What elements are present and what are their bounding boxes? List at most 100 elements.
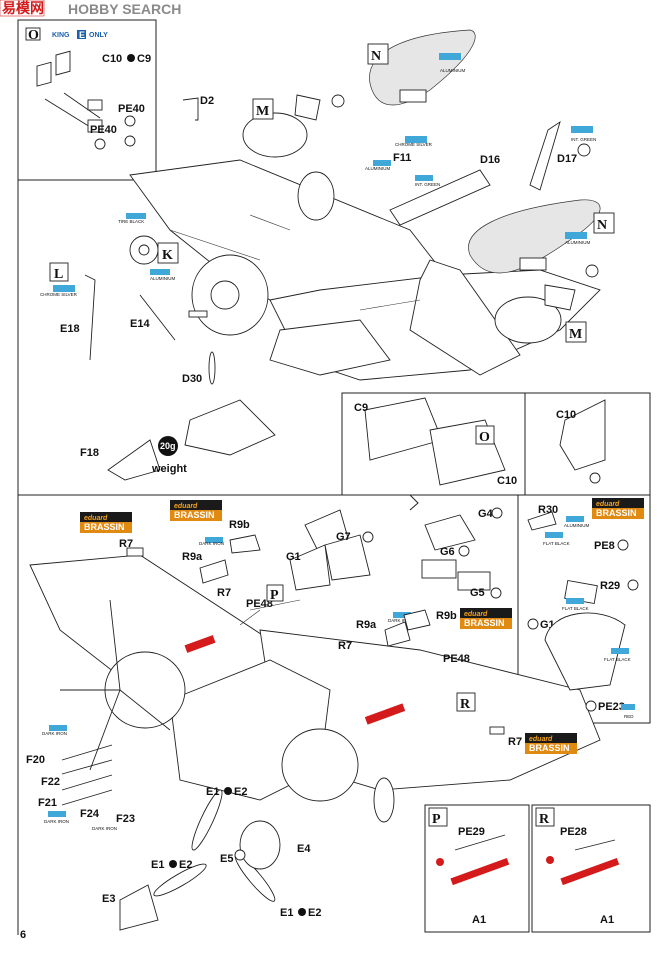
svg-text:eduard: eduard [174, 503, 198, 510]
lower-airframe [29, 554, 601, 823]
label-d16: D16 [480, 154, 500, 166]
label-f18: F18 [80, 447, 99, 459]
highlight-p [450, 857, 510, 886]
gun-highlight-b [364, 703, 406, 725]
svg-text:FLAT BLACK: FLAT BLACK [604, 657, 631, 662]
label-r7-d: R7 [508, 736, 522, 748]
engine-cowling [184, 399, 276, 456]
part-pe29 [454, 834, 506, 851]
part-e18 [84, 274, 96, 361]
spinner-f18 [107, 439, 161, 481]
svg-text:RED: RED [624, 714, 634, 719]
help-icon-c [577, 143, 591, 157]
label-e5: E5 [220, 853, 233, 865]
label-c10-r: C10 [556, 409, 576, 421]
gun-barrels [61, 744, 113, 806]
box-letter-o-top: O [28, 28, 39, 43]
part-d17 [529, 120, 561, 191]
label-f20: F20 [26, 754, 45, 766]
svg-text:DARK IRON: DARK IRON [92, 826, 117, 831]
label-d17: D17 [557, 153, 577, 165]
label-e1-a: E1 [206, 786, 219, 798]
label-a1-p: A1 [472, 914, 486, 926]
svg-text:FLAT BLACK: FLAT BLACK [562, 606, 589, 611]
watermark-badge: E [79, 30, 85, 40]
cement-icon-a [124, 115, 136, 127]
svg-text:eduard: eduard [596, 501, 620, 508]
svg-text:DARK IRON: DARK IRON [199, 541, 224, 546]
svg-text:DARK IRON: DARK IRON [42, 731, 67, 736]
bomb-upper: M [242, 94, 345, 158]
detail-frame-r [531, 804, 651, 933]
watermark-glyph: 易模网 [2, 0, 44, 16]
svg-text:BRASSIN: BRASSIN [174, 510, 215, 520]
label-c9: C9 [137, 53, 151, 65]
label-pe48-b: PE48 [443, 653, 470, 665]
label-pe23: PE23 [598, 701, 625, 713]
box-letter-n-b: N [597, 218, 607, 233]
watermark-badge-box [77, 30, 86, 39]
detail-p: P PE29 A1 [428, 807, 510, 926]
glue-icon-c10 [127, 54, 135, 62]
label-f11: F11 [393, 152, 411, 164]
label-r9a-a: R9a [182, 551, 203, 563]
box-letter-n-a: N [371, 49, 381, 64]
svg-text:BRASSIN: BRASSIN [529, 743, 570, 753]
label-r9b-a: R9b [229, 519, 250, 531]
svg-text:TIRE BLACK: TIRE BLACK [118, 219, 144, 224]
svg-text:ALUMINIUM: ALUMINIUM [564, 523, 590, 528]
canopy-parts: G1 G7 G4 G6 G5 [286, 507, 503, 599]
weight-label: weight [151, 463, 187, 475]
label-e2-b: E2 [179, 859, 192, 871]
paint-chip-aluminium-b [565, 232, 587, 239]
svg-text:CHROME SILVER: CHROME SILVER [395, 142, 433, 147]
label-r7-c: R7 [338, 640, 352, 652]
label-g6: G6 [440, 546, 455, 558]
box-letter-m-a: M [256, 104, 269, 119]
box-letter-p-detail: P [432, 812, 441, 827]
drop-tank-lower: ALUMINIUM N [468, 199, 615, 274]
label-a1-r: A1 [600, 914, 614, 926]
label-f21: F21 [38, 797, 57, 809]
svg-text:INT. GREEN: INT. GREEN [415, 182, 440, 187]
brassin-parts-a: eduard BRASSIN eduard BRASSIN R7 DARK IR… [80, 500, 284, 610]
detail-frame-c10-c9 [17, 19, 157, 181]
label-e14: E14 [130, 318, 150, 330]
label-e4: E4 [297, 843, 311, 855]
label-c9-o: C9 [354, 402, 368, 414]
watermark: 易模网 HOBBY SEARCH KING E ONLY [0, 0, 181, 40]
label-g4: G4 [478, 508, 494, 520]
watermark-suffix: KING [52, 32, 70, 39]
part-d16 [389, 169, 491, 226]
prop-blade-b [153, 863, 207, 897]
label-g1-a: G1 [286, 551, 301, 563]
svg-text:eduard: eduard [529, 736, 553, 743]
label-e18: E18 [60, 323, 80, 335]
paint-chip-aluminium-a [439, 53, 461, 60]
label-c10: C10 [102, 53, 122, 65]
detail-r: R PE28 A1 [535, 807, 620, 926]
label-e2-c: E2 [308, 907, 321, 919]
box-letter-o: O [479, 430, 490, 445]
page-number: 6 [20, 929, 26, 941]
canopy-detail-o: C9 C10 O C10 [354, 397, 606, 487]
part-d2 [182, 97, 199, 121]
svg-text:ALUMINIUM: ALUMINIUM [365, 166, 391, 171]
main-wheel-lower [373, 777, 395, 823]
main-wheel [297, 171, 335, 221]
cement-icon-b [124, 135, 136, 147]
svg-text:ALUMINIUM: ALUMINIUM [565, 240, 591, 245]
spinner-e3 [119, 884, 159, 931]
label-pe40a: PE40 [118, 103, 145, 115]
label-r9a-b: R9a [356, 619, 377, 631]
svg-text:CHROME SILVER: CHROME SILVER [40, 292, 78, 297]
svg-text:ALUMINIUM: ALUMINIUM [440, 68, 466, 73]
prop-hub-e4 [239, 820, 281, 870]
part-e5 [234, 849, 246, 861]
svg-text:BRASSIN: BRASSIN [464, 618, 505, 628]
label-f22: F22 [41, 776, 60, 788]
svg-text:DARK IRON: DARK IRON [44, 819, 69, 824]
label-e1-b: E1 [151, 859, 164, 871]
prop-blade-a [191, 789, 223, 851]
